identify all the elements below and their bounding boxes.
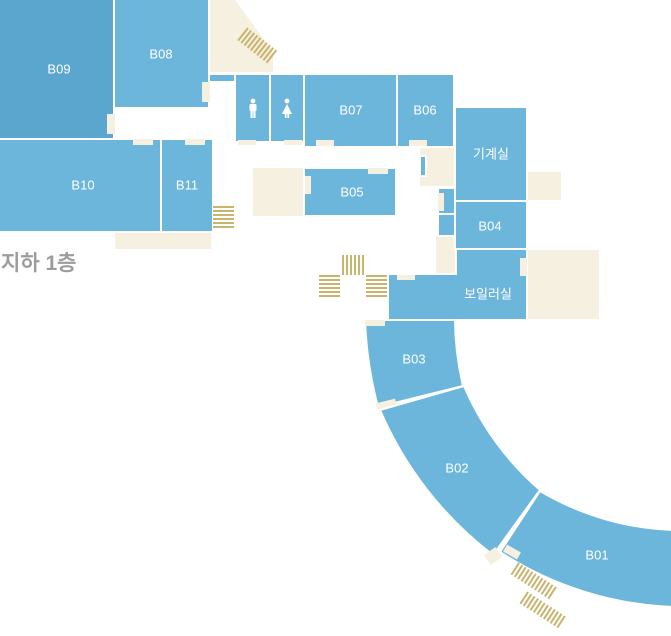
- room-b10[interactable]: [0, 138, 162, 233]
- door-restroom-men: [238, 140, 256, 145]
- stairs-center-top: [342, 255, 364, 275]
- room-b04[interactable]: [454, 200, 528, 250]
- stairs-bottom-lower: [519, 591, 566, 629]
- room-b07[interactable]: [303, 73, 398, 148]
- room-b04-annex: [437, 213, 456, 237]
- room-b08[interactable]: [113, 0, 210, 109]
- stairs-top: [237, 27, 278, 64]
- room-b06[interactable]: [396, 73, 455, 148]
- door-b01-left: [483, 547, 503, 565]
- room-small-connector: [208, 73, 236, 83]
- stairs-bottom-upper: [510, 562, 557, 600]
- door-b09: [107, 114, 115, 134]
- rooms: [0, 0, 671, 608]
- corridor-b04-left: [436, 236, 456, 274]
- room-b01[interactable]: [498, 489, 671, 608]
- room-b03[interactable]: [363, 319, 465, 409]
- corridor-machine-right: [528, 172, 561, 200]
- female-restroom-icon: [282, 98, 292, 118]
- door-b03: [365, 320, 385, 326]
- door-b05-top: [368, 168, 388, 174]
- room-b09[interactable]: [0, 0, 115, 140]
- door-b06: [409, 140, 427, 146]
- room-b11[interactable]: [160, 138, 214, 233]
- door-b05-side: [305, 176, 311, 194]
- male-restroom-icon: [249, 98, 257, 118]
- room-small-blue-strip: [419, 155, 427, 177]
- corridor-boiler-right: [527, 250, 599, 319]
- corridor-b05-left: [253, 168, 305, 216]
- room-machine[interactable]: [454, 106, 528, 202]
- floor-label: 지하 1층: [1, 252, 76, 275]
- door-b11: [185, 139, 205, 145]
- door-marks: [107, 82, 527, 565]
- stairs-b11: [213, 206, 234, 228]
- door-b01-right: [503, 544, 521, 560]
- door-b08: [202, 82, 210, 102]
- door-boiler-side: [520, 258, 527, 276]
- door-machine: [438, 193, 444, 211]
- door-restroom-women: [284, 140, 302, 145]
- door-boiler-top: [397, 275, 415, 280]
- room-boiler[interactable]: [387, 248, 528, 321]
- stairs-center-left: [319, 275, 340, 297]
- door-b10: [133, 139, 153, 145]
- stairs-center-right: [366, 275, 387, 297]
- room-b05[interactable]: [303, 167, 397, 217]
- door-b02: [375, 398, 397, 410]
- door-b07: [316, 140, 334, 146]
- corridor-bottom-left: [115, 232, 211, 249]
